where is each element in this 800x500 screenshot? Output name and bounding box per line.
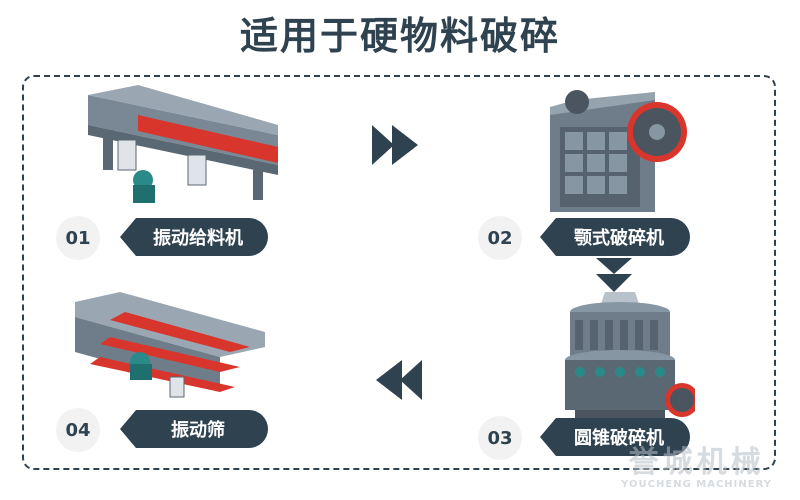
step-label-vibrating-screen: 振动筛 (120, 410, 268, 448)
vibrating-feeder-image (88, 85, 278, 203)
watermark-logo: 誉城机械 YOUCHENG MACHINERY (621, 445, 772, 491)
process-panel (22, 75, 776, 470)
jaw-crusher-image (550, 90, 687, 212)
arrow-right-icon (372, 125, 418, 165)
page-title: 适用于硬物料破碎 (239, 14, 560, 58)
step-number-02: 02 (478, 216, 522, 260)
step-label-cone-crusher: 圆锥破碎机 (540, 418, 690, 456)
arrow-left-icon (376, 360, 422, 400)
vibrating-screen-image (75, 292, 265, 398)
watermark-text-en: YOUCHENG MACHINERY (621, 479, 772, 490)
step-number-03: 03 (478, 416, 522, 460)
arrow-down-icon (596, 258, 632, 292)
step-label-vibrating-feeder: 振动给料机 (120, 218, 268, 256)
step-label-jaw-crusher: 颚式破碎机 (540, 218, 690, 256)
step-number-04: 04 (56, 408, 100, 452)
watermark-text-cn: 誉城机械 (628, 445, 765, 480)
step-number-01: 01 (56, 216, 100, 260)
